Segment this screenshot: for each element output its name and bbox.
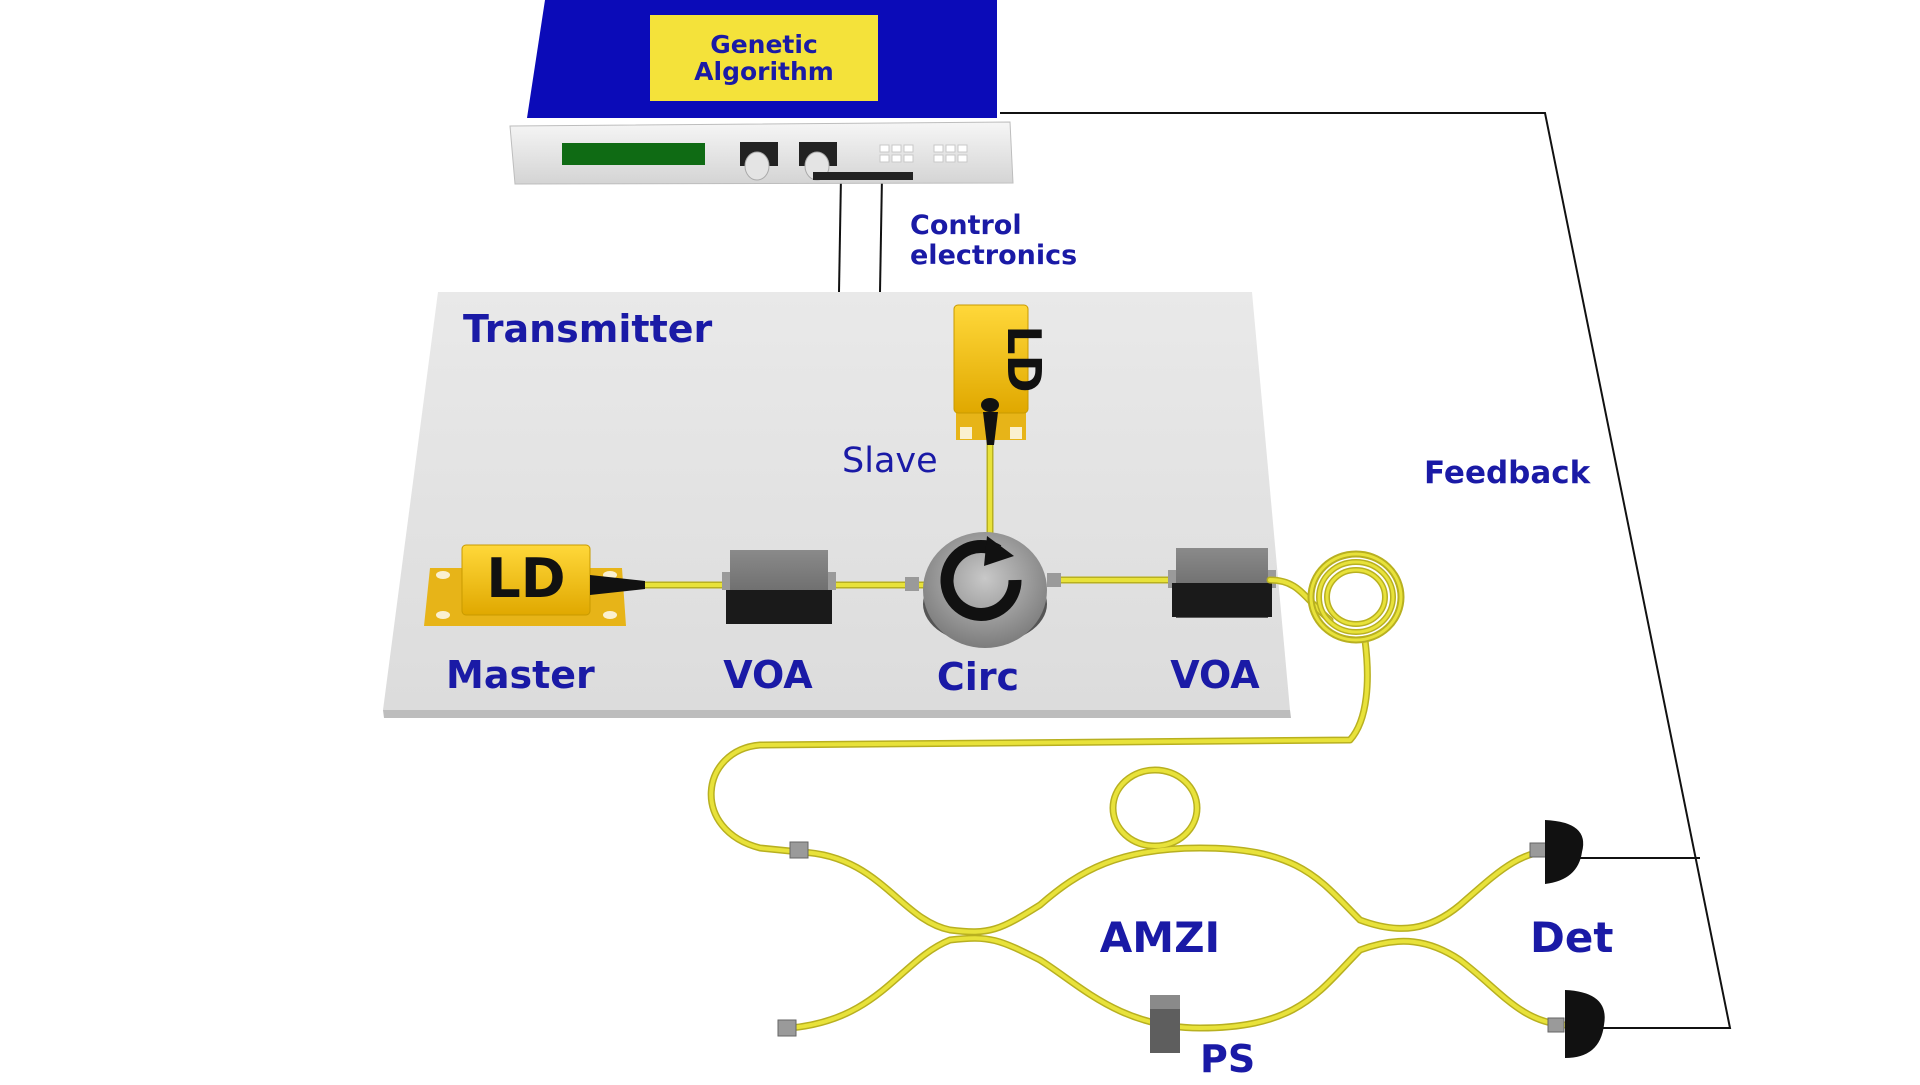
instrument-label-plate xyxy=(650,15,878,101)
button-grid-1-icon xyxy=(879,144,914,163)
circulator-arrow-icon xyxy=(940,536,1022,621)
fiber-routing xyxy=(707,550,1405,856)
voa-right-label: VOA xyxy=(1170,653,1260,697)
amzi-label: AMZI xyxy=(1100,913,1220,962)
ps-label: PS xyxy=(1200,1037,1255,1080)
detector-bottom-icon xyxy=(1565,990,1605,1058)
voa-right-attenuator xyxy=(1168,548,1276,618)
button-grid-2-icon xyxy=(933,144,968,163)
fiber-spool-icon xyxy=(1307,550,1405,644)
circ-label: Circ xyxy=(937,655,1019,699)
feedback-label: Feedback xyxy=(1424,455,1592,491)
knob-2-icon xyxy=(799,142,837,181)
det-label: Det xyxy=(1530,913,1613,962)
control-electronics-label-line2: electronics xyxy=(910,240,1077,271)
detector-top-icon xyxy=(1545,820,1584,884)
slave-laser-diode xyxy=(953,304,1029,445)
slave-label: Slave xyxy=(842,441,938,481)
instrument-display xyxy=(562,143,705,165)
instrument-label-line2: Algorithm xyxy=(694,57,834,86)
control-wires xyxy=(838,175,883,293)
knob-1-icon xyxy=(740,142,778,181)
amzi-fibers xyxy=(786,766,1569,1032)
master-ld-label: LD xyxy=(486,547,565,610)
voa-left-label: VOA xyxy=(723,653,813,697)
control-electronics-label-line1: Control xyxy=(910,210,1022,241)
circulator xyxy=(905,532,1061,648)
phase-shifter xyxy=(1150,995,1180,1053)
slave-ld-label: LD xyxy=(997,325,1051,393)
feedback-wire xyxy=(1000,112,1732,1029)
master-laser-diode xyxy=(424,544,645,626)
genetic-algorithm-instrument: Genetic Algorithm xyxy=(509,0,1014,185)
master-label: Master xyxy=(446,653,595,697)
connector-strip xyxy=(813,172,913,180)
transmitter-label: Transmitter xyxy=(463,307,713,351)
voa-left-attenuator xyxy=(722,550,836,624)
instrument-label-line1: Genetic xyxy=(710,30,818,59)
